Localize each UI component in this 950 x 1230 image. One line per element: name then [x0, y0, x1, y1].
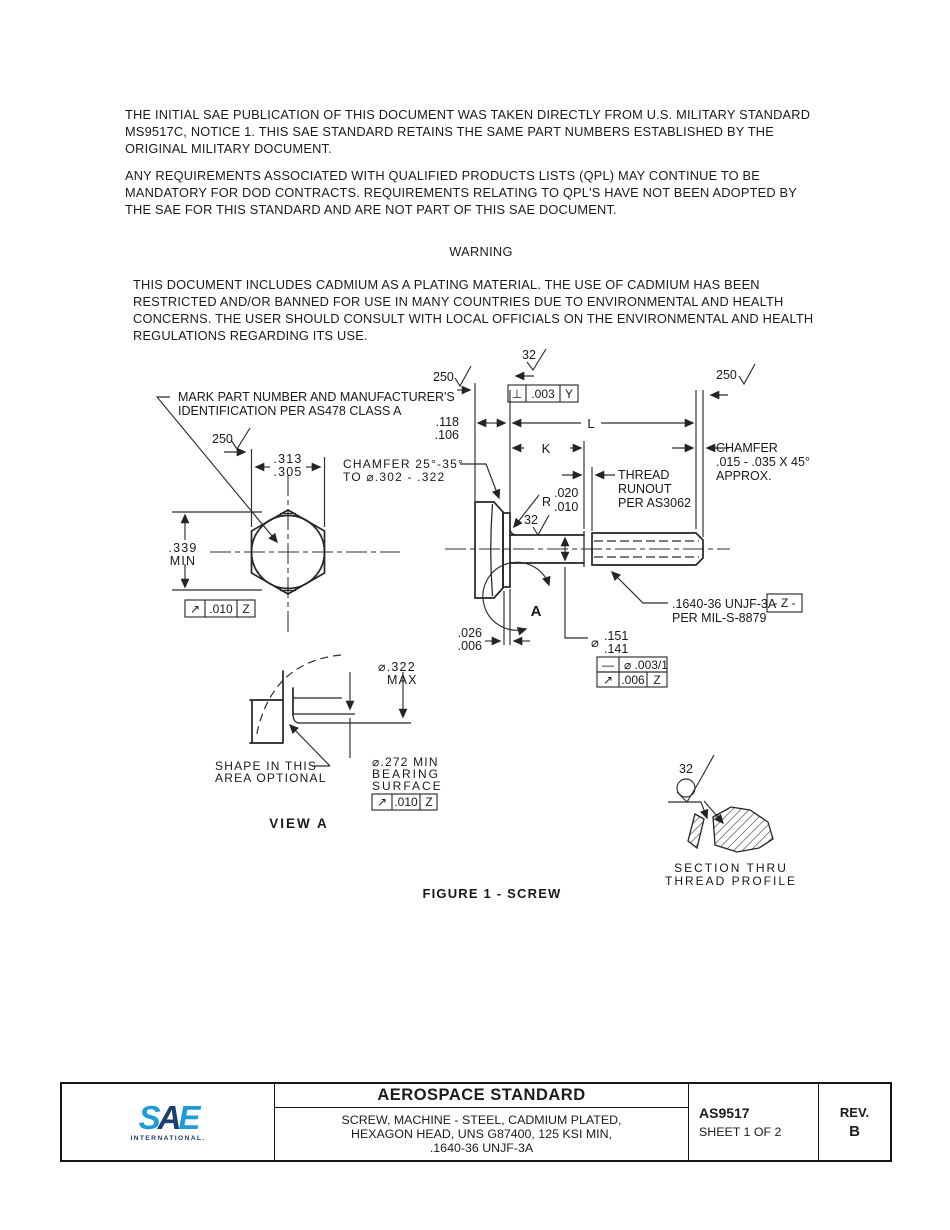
- shape-optional-note: SHAPE IN THIS: [215, 759, 317, 773]
- head-chamfer-note: CHAMFER 25°-35°: [343, 457, 464, 471]
- diameter-icon: ⌀: [591, 635, 599, 650]
- svg-text:32: 32: [524, 513, 538, 527]
- svg-text:PER AS3062: PER AS3062: [618, 496, 691, 510]
- thread-body-section: [712, 806, 774, 853]
- surface-finish-250-symbol: 250: [212, 427, 251, 457]
- surface-finish-250-symbol: 250: [709, 363, 756, 400]
- thread-section-detail: 32 SECTION THRU THREAD PROFILE: [665, 754, 797, 888]
- front-view-hex-head: MARK PART NUMBER AND MANUFACTURER'S IDEN…: [155, 390, 501, 633]
- svg-text:.010: .010: [394, 795, 418, 809]
- circular-runout-icon: ↗: [603, 673, 613, 687]
- svg-text:.015 - .035 X 45°: .015 - .035 X 45°: [716, 455, 810, 469]
- svg-text:MIN: MIN: [170, 554, 197, 568]
- washer-face-dim: .026: [458, 626, 482, 640]
- svg-text:TO ⌀.302 - .322: TO ⌀.302 - .322: [343, 470, 445, 484]
- wrench-height-dim: .339: [168, 541, 197, 555]
- warning-body: THIS DOCUMENT INCLUDES CADMIUM AS A PLAT…: [133, 277, 814, 343]
- svg-text:SURFACE: SURFACE: [372, 779, 443, 793]
- view-a-title: VIEW A: [269, 816, 329, 831]
- sae-logo-word: SAE: [138, 1098, 201, 1136]
- svg-text:IDENTIFICATION PER AS478 CLASS: IDENTIFICATION PER AS478 CLASS A: [178, 404, 402, 418]
- figure-caption: FIGURE 1 - SCREW: [422, 886, 561, 901]
- thread-spec-note: .1640-36 UNJF-3A: [672, 597, 777, 611]
- datum-z-flag: - Z -: [766, 593, 803, 613]
- svg-text:250: 250: [716, 368, 737, 382]
- bearing-surface-note: ⌀.272 MIN: [372, 755, 439, 769]
- title-block-title-cell: AEROSPACE STANDARD SCREW, MACHINE - STEE…: [275, 1084, 689, 1160]
- title-block: SAE INTERNATIONAL. AEROSPACE STANDARD SC…: [60, 1082, 892, 1162]
- length-dim: L: [587, 416, 594, 431]
- head-height-dim: .118: [436, 415, 459, 429]
- revision-label: REV.: [839, 1104, 870, 1120]
- across-flats-dim: .313: [273, 452, 302, 466]
- svg-text:.106: .106: [435, 428, 459, 442]
- section-caption: SECTION THRU: [674, 861, 788, 875]
- svg-text:32: 32: [522, 348, 536, 362]
- intro-paragraph-1: THE INITIAL SAE PUBLICATION OF THIS DOCU…: [125, 107, 811, 156]
- svg-text:RUNOUT: RUNOUT: [618, 482, 672, 496]
- svg-text:Z: Z: [425, 795, 432, 809]
- title-block-revision-cell: REV. B: [819, 1084, 890, 1160]
- svg-text:32: 32: [679, 762, 693, 776]
- document-type-heading: AEROSPACE STANDARD: [275, 1084, 688, 1108]
- marking-note: MARK PART NUMBER AND MANUFACTURER'S: [178, 390, 455, 404]
- svg-text:.141: .141: [604, 642, 628, 656]
- svg-text:AREA OPTIONAL: AREA OPTIONAL: [215, 771, 327, 785]
- end-chamfer-note: CHAMFER: [716, 441, 778, 455]
- svg-text:PER MIL-S-8879: PER MIL-S-8879: [672, 611, 767, 625]
- sae-international-logo: SAE INTERNATIONAL.: [62, 1084, 275, 1160]
- svg-text:⌀ .003/1: ⌀ .003/1: [624, 658, 668, 672]
- revision-value: B: [849, 1122, 860, 1140]
- fcf-straightness-runout: — ⌀ .003/1 ↗ .006 Z: [596, 656, 668, 688]
- intro-paragraph-2: ANY REQUIREMENTS ASSOCIATED WITH QUALIFI…: [125, 168, 797, 217]
- svg-text:THREAD PROFILE: THREAD PROFILE: [665, 874, 797, 888]
- svg-text:250: 250: [212, 432, 233, 446]
- document-description: SCREW, MACHINE - STEEL, CADMIUM PLATED, …: [341, 1113, 622, 1155]
- svg-text:Z: Z: [653, 673, 660, 687]
- svg-text:BEARING: BEARING: [372, 767, 440, 781]
- perpendicularity-icon: ⊥: [512, 387, 522, 401]
- fillet-radius-dim: R: [542, 495, 551, 509]
- sheet-indicator: SHEET 1 OF 2: [699, 1125, 782, 1139]
- surface-finish-250-symbol: 250: [433, 365, 472, 395]
- circular-runout-icon: ↗: [377, 795, 387, 809]
- thread-runout-note: THREAD: [618, 468, 669, 482]
- thread-tooth-section: [687, 813, 705, 850]
- side-view-screw: 32 ⊥ .003 Y 250 250: [433, 348, 810, 688]
- sae-logo-subtitle: INTERNATIONAL.: [130, 1134, 206, 1142]
- shank-dia-dim: .151: [604, 629, 628, 643]
- svg-text:.305: .305: [273, 465, 302, 479]
- straightness-icon: —: [602, 658, 614, 672]
- surface-finish-32-circle-symbol: 32: [668, 754, 715, 803]
- svg-text:Y: Y: [565, 387, 573, 401]
- svg-text:250: 250: [433, 370, 454, 384]
- fcf-perpendicularity: ⊥ .003 Y: [507, 384, 579, 403]
- svg-text:APPROX.: APPROX.: [716, 469, 772, 483]
- svg-text:.020: .020: [554, 486, 578, 500]
- figure-1-screw-drawing: MARK PART NUMBER AND MANUFACTURER'S IDEN…: [155, 348, 810, 901]
- head-od-dim: ⌀.322: [378, 660, 416, 674]
- view-a-detail: ⌀.322 MAX ⌀.272 MIN BEARING SURFACE ↗ .0…: [215, 654, 443, 831]
- svg-text:- Z -: - Z -: [774, 596, 796, 610]
- document-number: AS9517: [699, 1105, 750, 1121]
- svg-text:Z: Z: [242, 602, 249, 616]
- svg-text:.003: .003: [531, 387, 555, 401]
- surface-finish-32-symbol: 32: [524, 513, 550, 537]
- svg-text:.006: .006: [621, 673, 645, 687]
- grip-dim: K: [542, 441, 551, 456]
- fcf-runout-bearing: ↗ .010 Z: [371, 793, 438, 811]
- view-a-arrow-label: A: [531, 603, 542, 620]
- fcf-runout-head: ↗ .010 Z: [184, 599, 256, 618]
- svg-text:.010: .010: [554, 500, 578, 514]
- svg-text:.010: .010: [209, 602, 233, 616]
- warning-heading: WARNING: [449, 244, 513, 259]
- svg-text:MAX: MAX: [387, 673, 418, 687]
- title-block-number-cell: AS9517 SHEET 1 OF 2: [689, 1084, 819, 1160]
- surface-finish-32-symbol: 32: [514, 348, 547, 381]
- circular-runout-icon: ↗: [190, 602, 200, 616]
- svg-text:.006: .006: [458, 639, 482, 653]
